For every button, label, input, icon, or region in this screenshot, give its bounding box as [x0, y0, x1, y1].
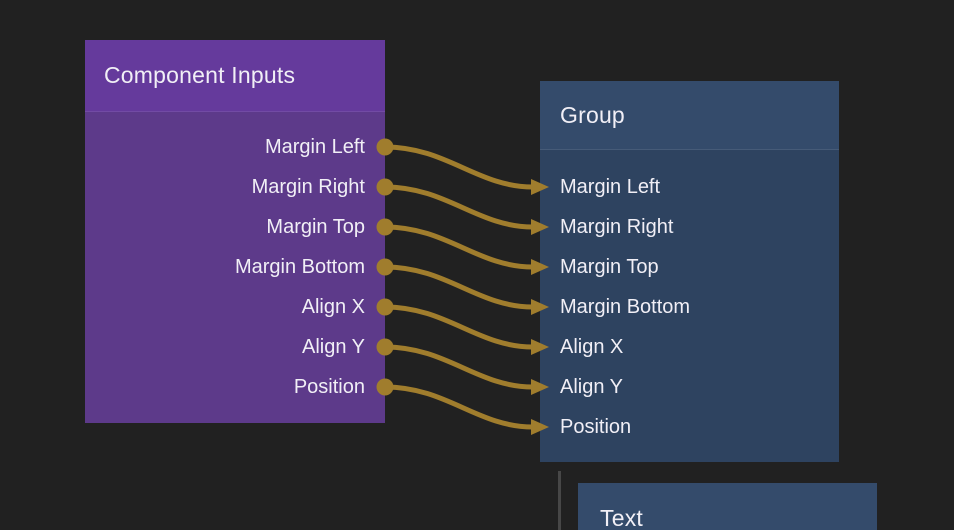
- output-port-label: Position: [293, 375, 365, 398]
- input-port-label: Margin Left: [560, 175, 661, 198]
- output-port-row[interactable]: Margin Right: [85, 167, 385, 207]
- group-title: Group: [560, 101, 625, 128]
- input-port-row[interactable]: Margin Bottom: [540, 287, 839, 327]
- output-port-row[interactable]: Margin Left: [85, 127, 385, 167]
- input-port-row[interactable]: Position: [540, 407, 839, 447]
- connection-wire[interactable]: [382, 224, 536, 270]
- connection-wire[interactable]: [382, 304, 536, 350]
- node-text[interactable]: Text: [578, 483, 877, 530]
- node-group[interactable]: Group Margin Left Margin Right Margin To…: [540, 81, 839, 462]
- hierarchy-connector-line: [558, 471, 561, 530]
- output-port-row[interactable]: Margin Top: [85, 207, 385, 247]
- input-port-label: Margin Right: [560, 215, 674, 238]
- input-port-row[interactable]: Align Y: [540, 367, 839, 407]
- output-port-label: Align Y: [301, 335, 365, 358]
- node-component-inputs[interactable]: Component Inputs Margin Left Margin Righ…: [85, 40, 385, 423]
- input-port-label: Position: [560, 415, 632, 438]
- connection-wire[interactable]: [382, 344, 536, 390]
- connection-wire[interactable]: [382, 184, 536, 230]
- text-title: Text: [600, 504, 643, 530]
- input-port-row[interactable]: Align X: [540, 327, 839, 367]
- input-port-label: Align X: [560, 335, 624, 358]
- connection-wire[interactable]: [382, 144, 536, 190]
- output-port-label: Margin Top: [266, 215, 365, 238]
- input-port-row[interactable]: Margin Top: [540, 247, 839, 287]
- input-port-label: Margin Top: [560, 255, 659, 278]
- output-port-label: Align X: [301, 295, 365, 318]
- input-port-row[interactable]: Margin Left: [540, 167, 839, 207]
- input-port-label: Margin Bottom: [560, 295, 691, 318]
- output-port-row[interactable]: Align X: [85, 287, 385, 327]
- output-port-label: Margin Left: [264, 135, 365, 158]
- connection-wire[interactable]: [382, 264, 536, 310]
- input-port-label: Align Y: [560, 375, 624, 398]
- group-input-list: Margin Left Margin Right Margin Top Marg…: [540, 150, 839, 447]
- output-port-label: Margin Right: [251, 175, 365, 198]
- input-port-row[interactable]: Margin Right: [540, 207, 839, 247]
- connection-wire[interactable]: [382, 384, 536, 430]
- group-header[interactable]: Group: [540, 81, 839, 150]
- output-port-row[interactable]: Align Y: [85, 327, 385, 367]
- output-port-row[interactable]: Position: [85, 367, 385, 407]
- output-port-row[interactable]: Margin Bottom: [85, 247, 385, 287]
- output-port-label: Margin Bottom: [234, 255, 365, 278]
- text-header[interactable]: Text: [578, 483, 877, 530]
- component-inputs-title: Component Inputs: [104, 62, 296, 88]
- component-inputs-header[interactable]: Component Inputs: [85, 40, 385, 112]
- component-inputs-output-list: Margin Left Margin Right Margin Top Marg…: [85, 112, 385, 407]
